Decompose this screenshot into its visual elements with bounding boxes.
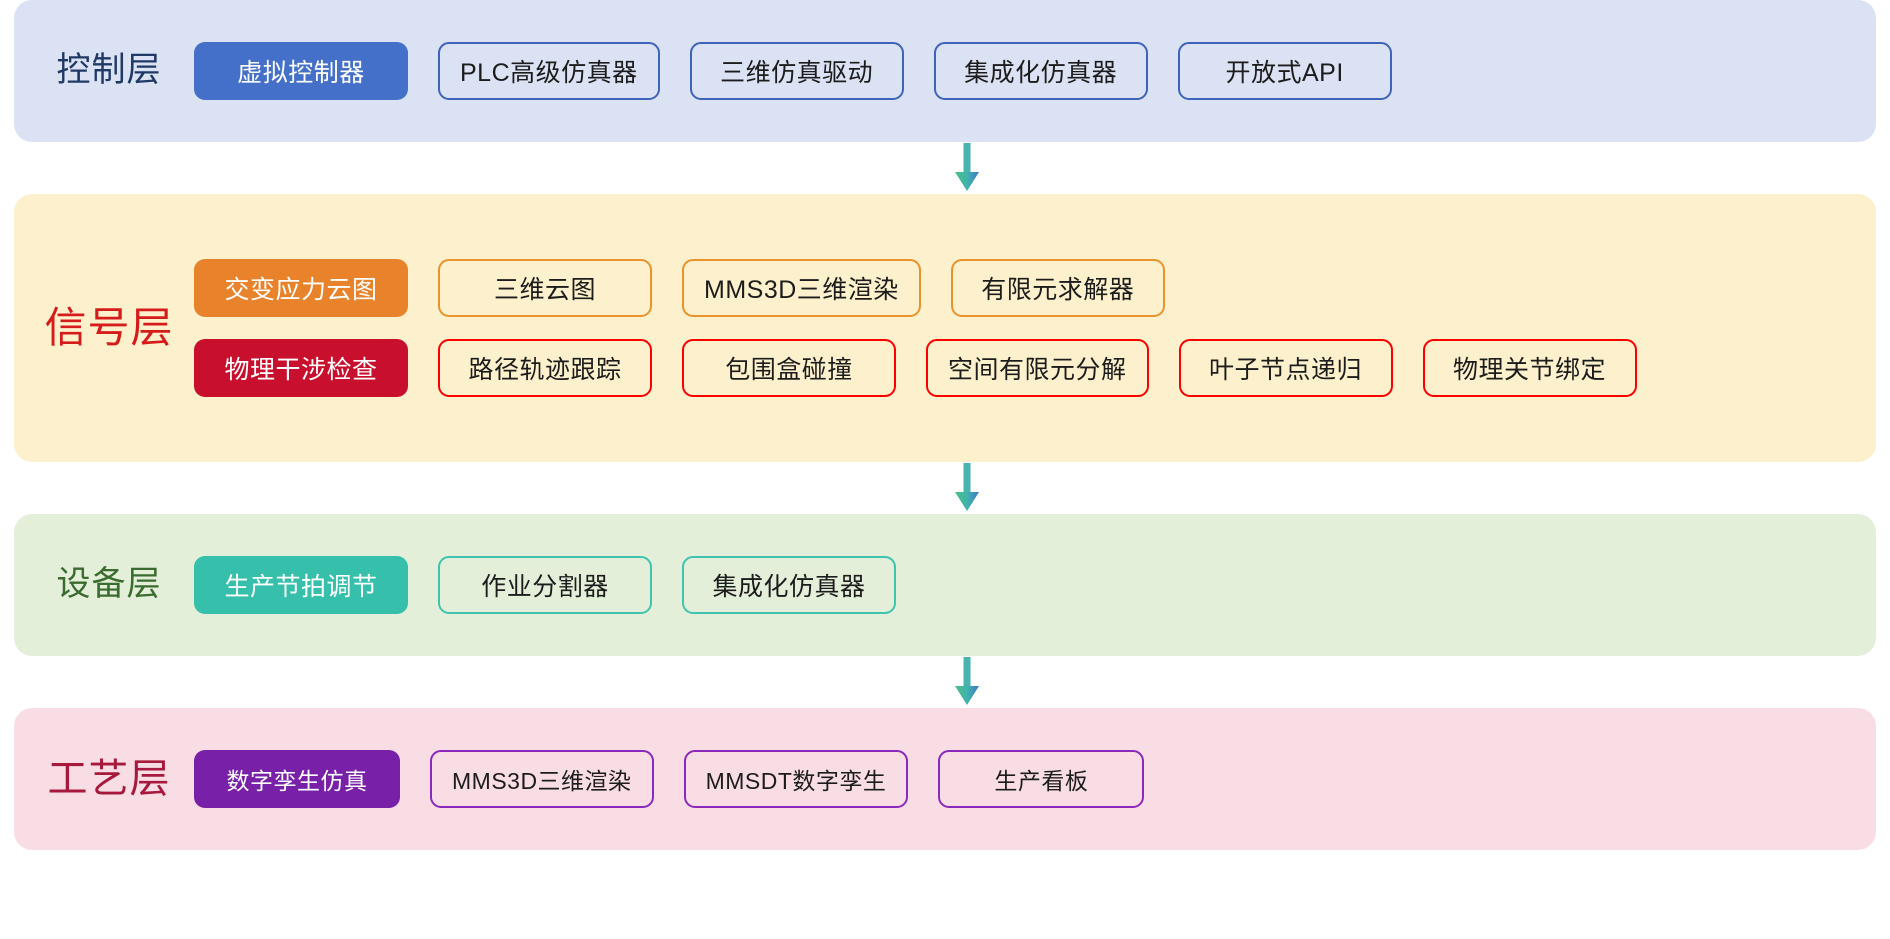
arrow-down-icon	[955, 143, 979, 191]
chip-job-splitter[interactable]: 作业分割器	[438, 556, 652, 614]
chip-digital-twin-simulation[interactable]: 数字孪生仿真	[194, 750, 400, 808]
chip-virtual-controller[interactable]: 虚拟控制器	[194, 42, 408, 100]
layer-label-control: 控制层	[56, 51, 162, 90]
layer-label-signal: 信号层	[44, 303, 174, 351]
chip-takt-time-adjustment[interactable]: 生产节拍调节	[194, 556, 408, 614]
chip-spatial-fem-decomposition[interactable]: 空间有限元分解	[926, 339, 1149, 397]
chip-alternating-stress-cloud[interactable]: 交变应力云图	[194, 259, 408, 317]
chip-mms3d-render[interactable]: MMS3D三维渲染	[682, 259, 921, 317]
layer-band-control: 控制层 虚拟控制器 PLC高级仿真器 三维仿真驱动 集成化仿真器 开放式API	[14, 0, 1876, 142]
layer-label-device: 设备层	[56, 565, 162, 604]
chip-mms3d-render-process[interactable]: MMS3D三维渲染	[430, 750, 654, 808]
arrow-down-icon	[955, 463, 979, 511]
chip-path-trajectory-tracking[interactable]: 路径轨迹跟踪	[438, 339, 652, 397]
connector-device-to-process	[14, 656, 1876, 708]
connector-control-to-signal	[14, 142, 1876, 194]
chip-bounding-box-collision[interactable]: 包围盒碰撞	[682, 339, 896, 397]
chip-leaf-node-recursion[interactable]: 叶子节点递归	[1178, 339, 1393, 397]
connector-signal-to-device	[14, 462, 1876, 514]
chip-physical-joint-binding[interactable]: 物理关节绑定	[1422, 339, 1637, 397]
chip-production-dashboard[interactable]: 生产看板	[938, 750, 1145, 808]
chip-row: 交变应力云图 三维云图 MMS3D三维渲染 有限元求解器	[194, 259, 1876, 317]
chip-row: 数字孪生仿真 MMS3D三维渲染 MMSDT数字孪生 生产看板	[194, 750, 1876, 808]
chip-open-api[interactable]: 开放式API	[1177, 42, 1392, 100]
layer-label-process: 工艺层	[47, 757, 171, 801]
arrow-down-icon	[955, 657, 979, 705]
chip-rows-device: 生产节拍调节 作业分割器 集成化仿真器	[194, 556, 1876, 614]
chip-row: 虚拟控制器 PLC高级仿真器 三维仿真驱动 集成化仿真器 开放式API	[194, 42, 1876, 100]
chip-rows-control: 虚拟控制器 PLC高级仿真器 三维仿真驱动 集成化仿真器 开放式API	[194, 42, 1876, 100]
chip-3d-cloud-map[interactable]: 三维云图	[438, 259, 652, 317]
chip-mmsdt-digital-twin[interactable]: MMSDT数字孪生	[683, 750, 909, 808]
chip-fem-solver[interactable]: 有限元求解器	[950, 259, 1165, 317]
chip-physical-interference-check[interactable]: 物理干涉检查	[194, 339, 408, 397]
chip-row: 生产节拍调节 作业分割器 集成化仿真器	[194, 556, 1876, 614]
chip-rows-process: 数字孪生仿真 MMS3D三维渲染 MMSDT数字孪生 生产看板	[194, 750, 1876, 808]
chip-plc-advanced-simulator[interactable]: PLC高级仿真器	[438, 42, 660, 100]
chip-integrated-simulator[interactable]: 集成化仿真器	[933, 42, 1148, 100]
layer-band-process: 工艺层 数字孪生仿真 MMS3D三维渲染 MMSDT数字孪生 生产看板	[14, 708, 1876, 850]
chip-row: 物理干涉检查 路径轨迹跟踪 包围盒碰撞 空间有限元分解 叶子节点递归 物理关节绑…	[194, 339, 1876, 397]
layer-band-signal: 信号层 交变应力云图 三维云图 MMS3D三维渲染 有限元求解器 物理干涉检查 …	[14, 194, 1876, 462]
chip-integrated-simulator-device[interactable]: 集成化仿真器	[682, 556, 896, 614]
chip-rows-signal: 交变应力云图 三维云图 MMS3D三维渲染 有限元求解器 物理干涉检查 路径轨迹…	[194, 259, 1876, 397]
layer-band-device: 设备层 生产节拍调节 作业分割器 集成化仿真器	[14, 514, 1876, 656]
chip-3d-simulation-drive[interactable]: 三维仿真驱动	[689, 42, 904, 100]
